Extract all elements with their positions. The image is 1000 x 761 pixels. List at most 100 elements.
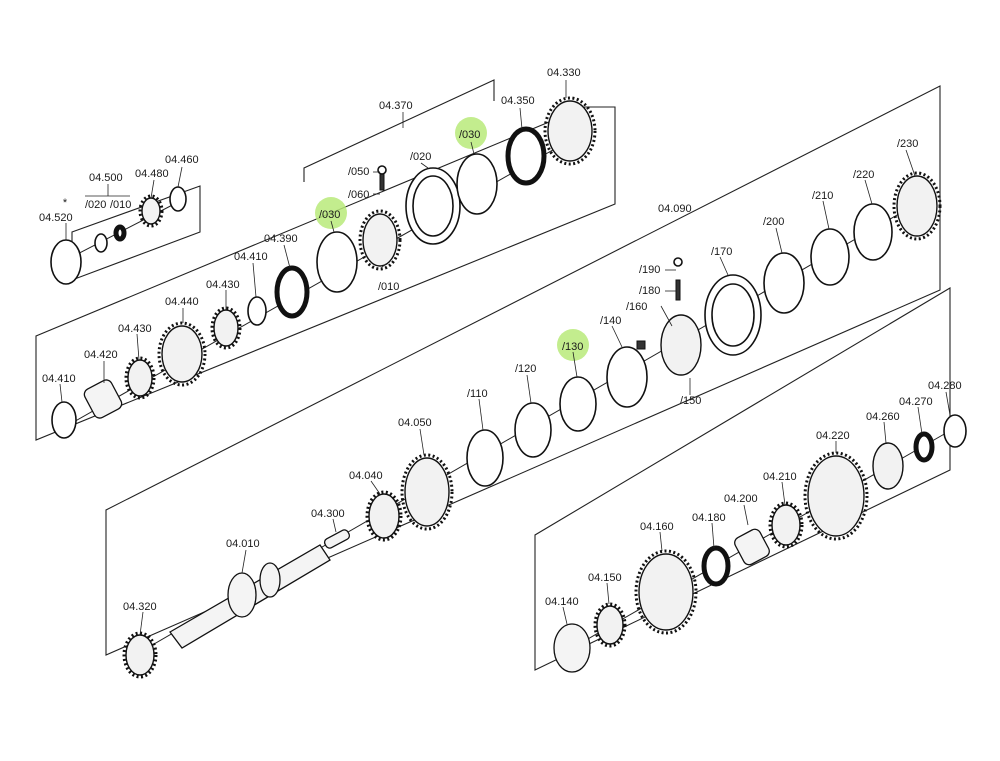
label-120: /120 [515, 363, 536, 375]
part-230 [896, 175, 938, 237]
part-04-460 [169, 186, 187, 212]
part-04-420 [83, 379, 123, 419]
label-04-410-top: 04.410 [234, 251, 268, 263]
label-04-160: 04.160 [640, 521, 674, 533]
label-04-430-left: 04.430 [118, 323, 152, 335]
label-04-180: 04.180 [692, 512, 726, 524]
highlight-130 [557, 329, 589, 361]
label-04-440: 04.440 [165, 296, 199, 308]
part-04-200 [734, 528, 770, 566]
part-04-330 [547, 100, 593, 162]
label-020: /020 [410, 151, 431, 163]
part-04-160 [638, 553, 694, 631]
part-04-410-left [51, 401, 77, 439]
parts [50, 96, 967, 679]
part-04-520 [50, 239, 82, 285]
label-180: /180 [639, 285, 660, 297]
label-04-260: 04.260 [866, 411, 900, 423]
label-04-520: 04.520 [39, 212, 73, 224]
label-04-280: 04.280 [928, 380, 962, 392]
label-04-410-left: 04.410 [42, 373, 76, 385]
label-04-500-010: /010 [110, 199, 131, 211]
label-04-480: 04.480 [135, 168, 169, 180]
label-04-330: 04.330 [547, 67, 581, 79]
label-04-350: 04.350 [501, 95, 535, 107]
label-04-050: 04.050 [398, 417, 432, 429]
label-04-040: 04.040 [349, 470, 383, 482]
part-110 [466, 429, 504, 487]
label-04-220: 04.220 [816, 430, 850, 442]
part-04-410-top [247, 296, 267, 326]
label-210: /210 [812, 190, 833, 202]
label-04-390: 04.390 [264, 233, 298, 245]
label-150: /150 [680, 395, 701, 407]
part-04-140 [553, 623, 591, 673]
part-04-180 [701, 545, 731, 587]
label-04-460: 04.460 [165, 154, 199, 166]
part-140 [606, 346, 648, 408]
part-04-220 [807, 455, 865, 537]
highlight-030-left [315, 197, 347, 229]
label-140: /140 [600, 315, 621, 327]
label-230: /230 [897, 138, 918, 150]
label-060: /060 [348, 189, 369, 201]
label-04-150: 04.150 [588, 572, 622, 584]
part-200 [763, 252, 805, 314]
part-04-300 [323, 529, 351, 549]
part-04-500-010 [113, 224, 127, 242]
part-010 [362, 213, 398, 267]
part-04-260 [872, 442, 904, 490]
label-200: /200 [763, 216, 784, 228]
part-04-270 [913, 431, 935, 463]
part-labels: * 04.520 04.500 /020 /010 04.480 04.460 … [39, 67, 962, 613]
part-04-430-left [127, 359, 153, 397]
label-04-140: 04.140 [545, 596, 579, 608]
label-04-210: 04.210 [763, 471, 797, 483]
part-04-390 [274, 265, 310, 319]
label-04-500-020: /020 [85, 199, 106, 211]
label-04-430-top: 04.430 [206, 279, 240, 291]
part-210 [810, 228, 850, 286]
part-04-210 [771, 504, 801, 546]
part-04-350 [505, 126, 547, 186]
part-030-top [456, 153, 498, 215]
part-190 [673, 257, 683, 267]
part-04-150 [596, 605, 624, 645]
part-04-500-020 [94, 233, 108, 253]
part-160 [636, 340, 646, 350]
label-050: /050 [348, 166, 369, 178]
part-04-430-top [213, 309, 239, 347]
label-04-420: 04.420 [84, 349, 118, 361]
part-150 [660, 314, 702, 376]
part-04-280 [943, 414, 967, 448]
part-120 [514, 402, 552, 458]
part-04-320 [125, 634, 155, 676]
part-220 [853, 203, 893, 261]
part-04-440 [161, 325, 203, 383]
leader-lines [59, 80, 951, 636]
part-130 [559, 376, 597, 432]
label-220: /220 [853, 169, 874, 181]
label-030-left: /030 [319, 209, 340, 221]
label-170: /170 [711, 246, 732, 258]
label-04-370: 04.370 [379, 100, 413, 112]
highlights [315, 117, 589, 361]
label-190: /190 [639, 264, 660, 276]
highlight-030-top [455, 117, 487, 149]
label-110: /110 [467, 388, 488, 400]
label-04-300: 04.300 [311, 508, 345, 520]
label-04-010: 04.010 [226, 538, 260, 550]
label-04-200: 04.200 [724, 493, 758, 505]
part-030-left [316, 231, 358, 293]
part-04-040 [368, 493, 400, 539]
label-04-320: 04.320 [123, 601, 157, 613]
label-04-090: 04.090 [658, 203, 692, 215]
label-030-top: /030 [459, 129, 480, 141]
label-04-270: 04.270 [899, 396, 933, 408]
label-130: /130 [562, 341, 583, 353]
label-160: /160 [626, 301, 647, 313]
label-04-500: 04.500 [89, 172, 123, 184]
part-04-480 [141, 197, 161, 225]
diagram-frames [35, 79, 951, 671]
